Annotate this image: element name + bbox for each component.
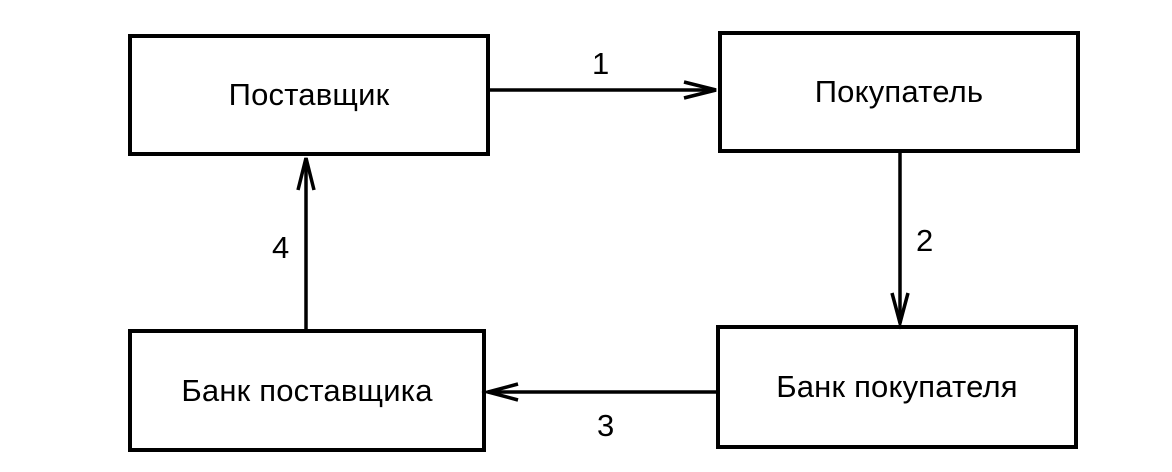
node-buyer: Покупатель: [718, 31, 1080, 153]
edge-2-arrow: [890, 153, 910, 330]
edge-3-arrow: [481, 382, 716, 402]
node-supplier-label: Поставщик: [228, 77, 390, 112]
node-buyer-bank-label: Банк покупателя: [776, 369, 1018, 404]
edge-1-arrow: [490, 80, 717, 100]
edge-4-arrow: [296, 157, 316, 329]
node-supplier-bank: Банк поставщика: [128, 329, 486, 452]
node-supplier-bank-label: Банк поставщика: [181, 372, 433, 408]
edge-1-label: 1: [592, 46, 610, 81]
edge-4-label: 4: [272, 230, 290, 265]
node-supplier: Поставщик: [128, 34, 490, 156]
node-buyer-bank: Банк покупателя: [716, 325, 1078, 449]
edge-2-label: 2: [916, 223, 934, 258]
node-buyer-label: Покупатель: [814, 74, 984, 109]
edge-3-label: 3: [597, 408, 615, 443]
